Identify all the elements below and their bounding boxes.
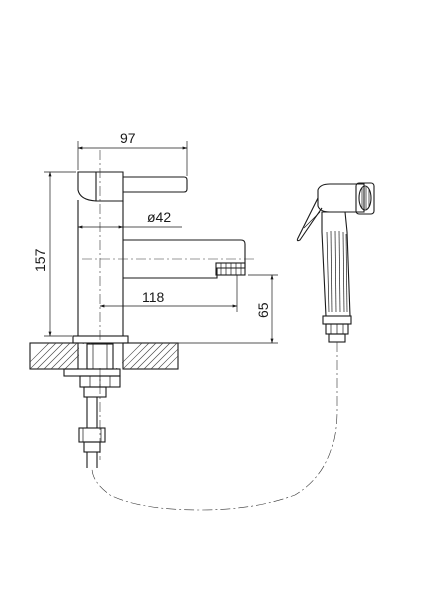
width-dimension-label: 97	[120, 130, 136, 146]
spout-height-dimension-label: 65	[255, 302, 271, 318]
height-dimension-label: 157	[32, 248, 48, 272]
spout-length-dimension-label: 118	[142, 289, 165, 305]
dimension-lines	[44, 141, 278, 344]
diameter-dimension-label: ø42	[147, 209, 171, 225]
shower-hose	[91, 342, 338, 511]
hand-shower	[296, 182, 375, 343]
countertop-section	[29, 342, 179, 370]
faucet-body	[72, 150, 255, 460]
mounting-assembly	[63, 368, 121, 468]
